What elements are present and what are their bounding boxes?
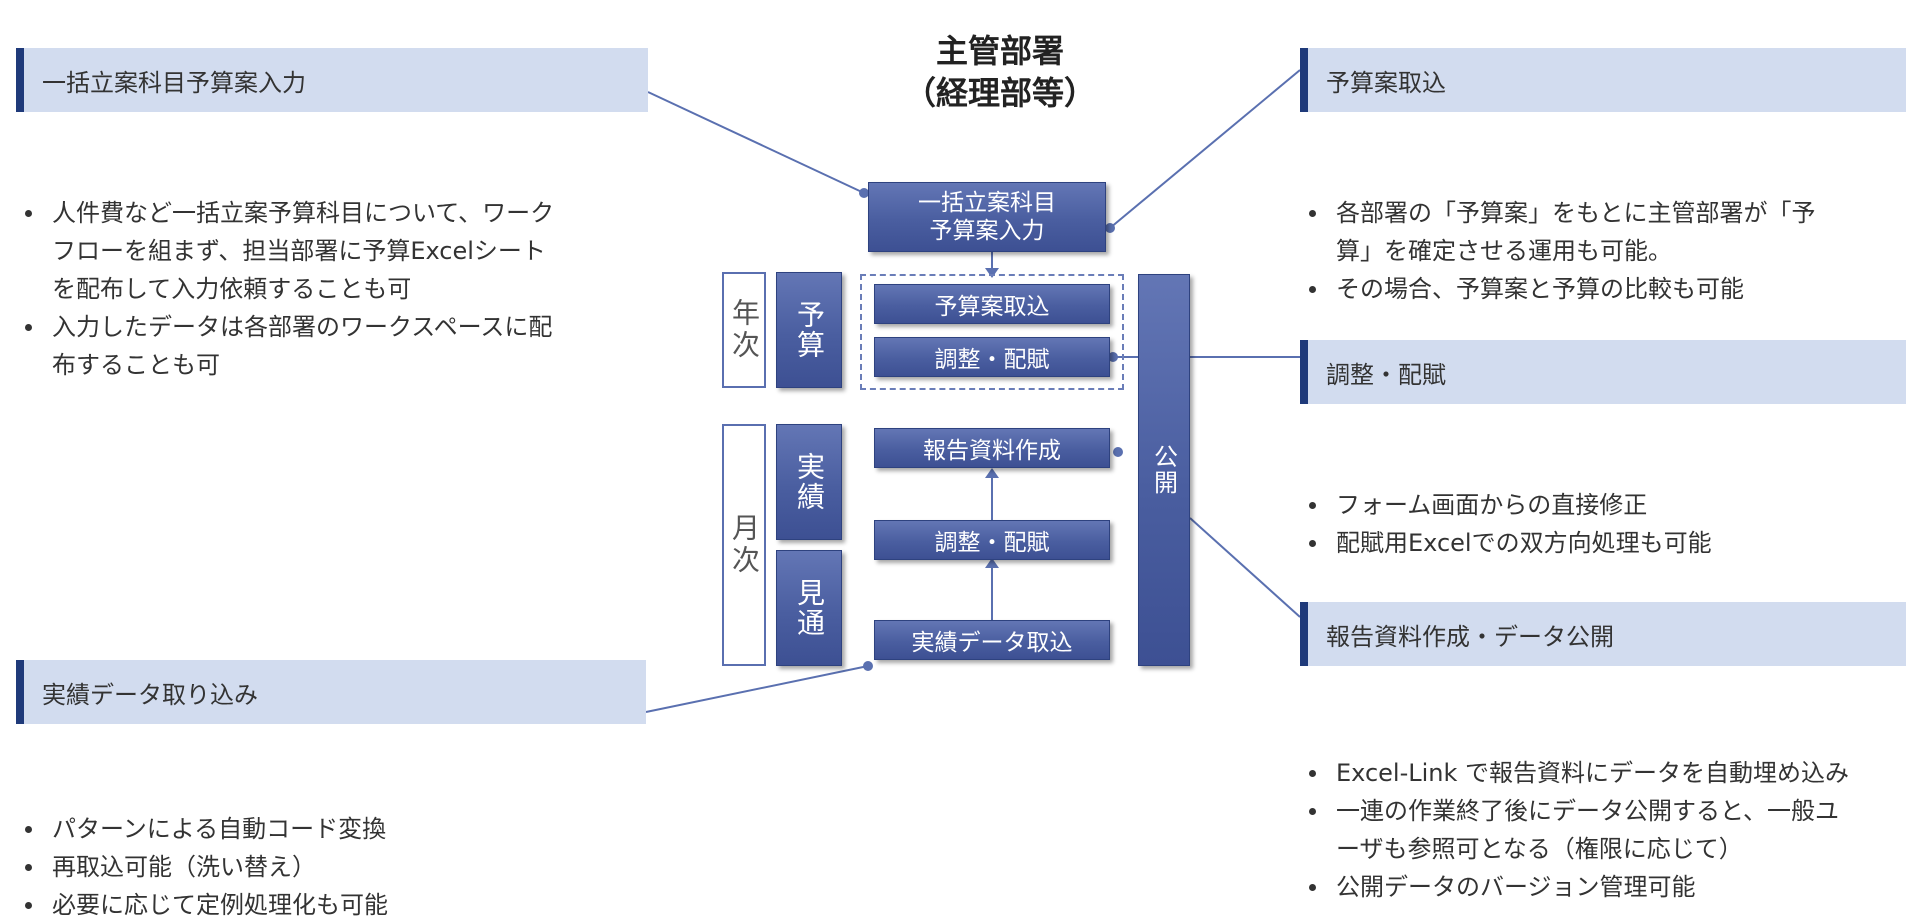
list-item: 入力したデータは各部署のワークスペースに配 布することも可 — [16, 308, 648, 384]
list-item: 再取込可能（洗い替え） — [16, 848, 646, 886]
list-item: 各部署の「予算案」をもとに主管部署が「予 算」を確定させる運用も可能。 — [1300, 194, 1906, 270]
dot-jisseki-left — [863, 661, 873, 671]
annual-process-group — [860, 274, 1124, 390]
box-chosei-haifu-monthly: 調整・配賦 — [874, 520, 1110, 560]
list-item: パターンによる自動コード変換 — [16, 810, 646, 848]
arrowhead-chosei2 — [985, 468, 999, 478]
connector-bottom-left — [645, 665, 869, 713]
panel-ikkatsu: 一括立案科目予算案入力 人件費など一括立案予算科目について、ワーク フローを組ま… — [16, 48, 648, 384]
label-mitoshi: 見通 — [776, 550, 842, 666]
list-item: 必要に応じて定例処理化も可能 — [16, 886, 646, 924]
arrowhead-ikkatsu — [985, 268, 999, 278]
panel-yosanan-torikomi-title: 予算案取込 — [1300, 48, 1906, 112]
box-yosanan-torikomi: 予算案取込 — [874, 284, 1110, 324]
box-ikkatsu: 一括立案科目 予算案入力 — [868, 182, 1106, 252]
panel-chosei-haifu-list: フォーム画面からの直接修正 配賦用Excelでの双方向処理も可能 — [1300, 486, 1906, 562]
connector-top-left — [647, 91, 865, 194]
panel-hokoku-kokai-list: Excel-Link で報告資料にデータを自動埋め込み 一連の作業終了後にデータ… — [1300, 754, 1906, 906]
panel-yosanan-torikomi: 予算案取込 各部署の「予算案」をもとに主管部署が「予 算」を確定させる運用も可能… — [1300, 48, 1906, 308]
label-getsuji-text: 月次 — [728, 513, 761, 577]
panel-hokoku-kokai-title: 報告資料作成・データ公開 — [1300, 602, 1906, 666]
list-item: その場合、予算案と予算の比較も可能 — [1300, 270, 1906, 308]
label-nenji-text: 年次 — [728, 298, 761, 362]
panel-jisseki-data-list: パターンによる自動コード変換 再取込可能（洗い替え） 必要に応じて定例処理化も可… — [16, 810, 646, 924]
label-getsuji: 月次 — [722, 424, 766, 666]
dot-ikkatsu-left — [859, 188, 869, 198]
box-chosei-haifu-annual: 調整・配賦 — [874, 337, 1110, 377]
box-kokai: 公開 — [1138, 274, 1190, 666]
diagram-title: 主管部署 （経理部等） — [903, 32, 1096, 112]
dot-hokoku-right — [1113, 447, 1123, 457]
dot-ikkatsu-right — [1105, 223, 1115, 233]
list-item: 配賦用Excelでの双方向処理も可能 — [1300, 524, 1906, 562]
list-item: 人件費など一括立案予算科目について、ワーク フローを組まず、担当部署に予算Exc… — [16, 194, 648, 308]
list-item: 公開データのバージョン管理可能 — [1300, 868, 1906, 906]
box-jisseki-torikomi: 実績データ取込 — [874, 620, 1110, 660]
panel-hokoku-kokai: 報告資料作成・データ公開 Excel-Link で報告資料にデータを自動埋め込み… — [1300, 602, 1906, 906]
connector-top-right — [1109, 69, 1301, 229]
panel-chosei-haifu: 調整・配賦 フォーム画面からの直接修正 配賦用Excelでの双方向処理も可能 — [1300, 340, 1906, 562]
panel-chosei-haifu-title: 調整・配賦 — [1300, 340, 1906, 404]
dot-chosei1-right — [1108, 352, 1118, 362]
panel-yosanan-torikomi-list: 各部署の「予算案」をもとに主管部署が「予 算」を確定させる運用も可能。 その場合… — [1300, 194, 1906, 308]
box-hokoku: 報告資料作成 — [874, 428, 1110, 468]
panel-jisseki-data-title: 実績データ取り込み — [16, 660, 646, 724]
list-item: 一連の作業終了後にデータ公開すると、一般ユ ーザも参照可となる（権限に応じて） — [1300, 792, 1906, 868]
panel-jisseki-data: 実績データ取り込み パターンによる自動コード変換 再取込可能（洗い替え） 必要に… — [16, 660, 646, 924]
label-nenji: 年次 — [722, 272, 766, 388]
label-jisseki: 実績 — [776, 424, 842, 540]
list-item: フォーム画面からの直接修正 — [1300, 486, 1906, 524]
label-yosan: 予算 — [776, 272, 842, 388]
list-item: Excel-Link で報告資料にデータを自動埋め込み — [1300, 754, 1906, 792]
arrowhead-jisseki — [985, 558, 999, 568]
panel-ikkatsu-title: 一括立案科目予算案入力 — [16, 48, 648, 112]
panel-ikkatsu-list: 人件費など一括立案予算科目について、ワーク フローを組まず、担当部署に予算Exc… — [16, 194, 648, 384]
connector-bottom-right — [1189, 517, 1301, 618]
